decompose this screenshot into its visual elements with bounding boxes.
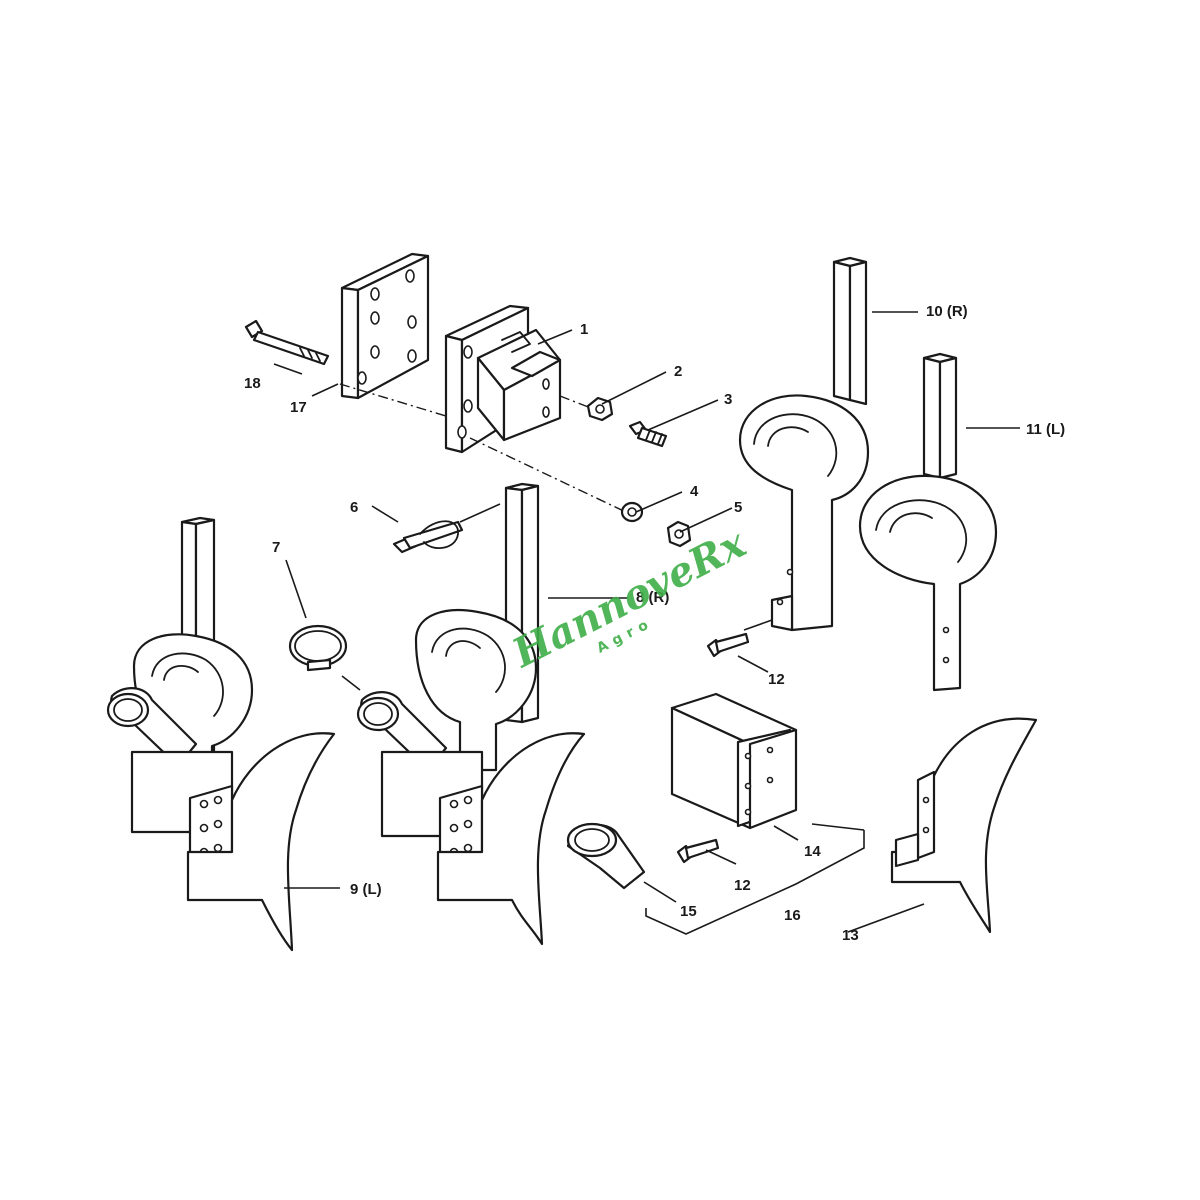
callout-11: 11 (L) — [1026, 421, 1065, 438]
callout-2: 2 — [674, 363, 682, 380]
part-3-bolt — [628, 420, 668, 448]
part-10-spring-tine-right — [738, 256, 870, 632]
part-6-linch-pin — [392, 520, 464, 554]
part-15-spout — [566, 822, 646, 890]
alignment-lines — [339, 383, 631, 515]
leader-lines — [273, 311, 1020, 935]
callout-10: 10 (R) — [926, 303, 968, 320]
callouts: 1 2 3 4 5 6 7 8 (R) 9 (L) 10 (R) 11 (L) … — [244, 303, 1065, 944]
callout-8: 8 (R) — [636, 589, 669, 606]
callout-3: 3 — [724, 391, 732, 408]
callout-12-upper: 12 — [768, 671, 785, 688]
part-1-clamp-bracket — [444, 304, 562, 454]
callout-15: 15 — [680, 903, 697, 920]
part-2-nut — [586, 396, 614, 422]
callout-17: 17 — [290, 399, 307, 416]
callout-13: 13 — [842, 927, 859, 944]
callout-7: 7 — [272, 539, 280, 556]
callout-4: 4 — [690, 483, 699, 500]
part-12-bolt-upper — [706, 632, 750, 658]
part-13-shoe — [890, 717, 1038, 934]
part-8-right-assembly — [356, 482, 586, 946]
part-18-bolt — [244, 319, 330, 366]
callout-9: 9 (L) — [350, 881, 382, 898]
part-7-hose-clamp — [288, 624, 348, 672]
callout-18: 18 — [244, 375, 261, 392]
callout-12-lower: 12 — [734, 877, 751, 894]
watermark-logo: HannoveRx Agro — [504, 519, 754, 677]
part-11-spring-tine-left — [858, 352, 998, 692]
part-17-back-plate — [340, 252, 430, 400]
callout-1: 1 — [580, 321, 588, 338]
part-12-bolt-lower — [676, 838, 720, 864]
callout-14: 14 — [804, 843, 821, 860]
part-9-left-assembly — [106, 516, 336, 952]
part-14-bracket — [670, 692, 798, 830]
part-4-washer — [620, 501, 644, 523]
callout-5: 5 — [734, 499, 742, 516]
callout-16: 16 — [784, 907, 801, 924]
callout-6: 6 — [350, 499, 358, 516]
